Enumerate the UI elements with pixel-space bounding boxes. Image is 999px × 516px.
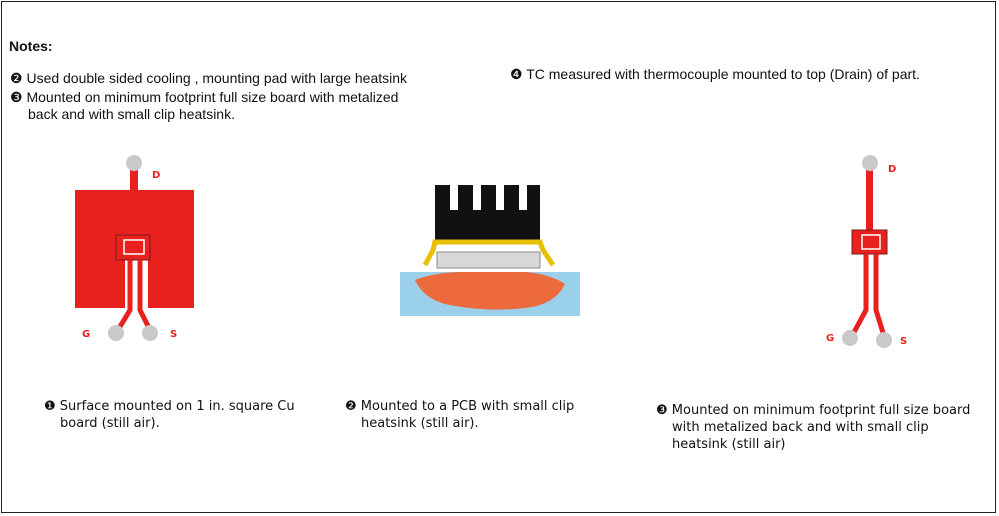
pin-s-pad <box>876 332 892 348</box>
cu-pad-center <box>120 190 154 240</box>
caption-2-line1: Mounted to a PCB with small clip <box>360 399 575 414</box>
heat-spread <box>415 272 565 310</box>
cu-trace-drain <box>130 160 138 195</box>
pin-g-label: G <box>826 333 834 344</box>
trace-gate <box>849 254 869 338</box>
note-3-line1: Mounted on minimum footprint full size b… <box>26 89 399 105</box>
note-3-line2: back and with small clip heatsink. <box>28 106 235 122</box>
cu-pad-right <box>148 190 194 308</box>
note-4: ❹ TC measured with thermocouple mounted … <box>510 66 920 83</box>
caption-3-line3: heatsink (still air) <box>672 437 786 452</box>
caption-1-bullet: ❶ <box>44 399 56 414</box>
note-2-bullet: ❷ <box>10 70 23 86</box>
trace-source <box>873 254 887 337</box>
note-4-bullet: ❹ <box>510 66 523 82</box>
die-mark <box>123 239 145 255</box>
figure-1-cu-board: D G S <box>75 155 194 341</box>
cu-trace-gate <box>115 260 133 332</box>
pin-s-label: S <box>900 336 907 347</box>
caption-3-line1: Mounted on minimum footprint full size b… <box>671 403 971 418</box>
caption-3-line2: with metalized back and with small clip <box>672 420 929 435</box>
notes-title: Notes: <box>9 38 53 54</box>
pin-s-label: S <box>170 329 177 340</box>
pin-g-label: G <box>82 329 90 340</box>
note-3: ❸ Mounted on minimum footprint full size… <box>10 89 450 123</box>
package <box>851 229 888 255</box>
pin-d-label: D <box>888 164 896 175</box>
pin-d-pad <box>126 155 142 171</box>
cu-trace-source <box>137 260 153 332</box>
trace-drain <box>866 162 873 234</box>
figure-3-min-footprint: D G S <box>826 155 907 348</box>
die-mark <box>861 234 881 250</box>
caption-1-line2: board (still air). <box>60 416 160 431</box>
pin-g-pad <box>108 325 124 341</box>
caption-2-bullet: ❷ <box>345 399 357 414</box>
pin-g-pad <box>842 330 858 346</box>
caption-figure-2: ❷ Mounted to a PCB with small clip heats… <box>345 398 605 432</box>
caption-2-line2: heatsink (still air). <box>361 416 479 431</box>
caption-1-line1: Surface mounted on 1 in. square Cu <box>59 399 295 414</box>
figure-2-pcb-heatsink <box>400 185 580 316</box>
note-4-text: TC measured with thermocouple mounted to… <box>526 66 920 82</box>
caption-figure-3: ❸ Mounted on minimum footprint full size… <box>656 402 986 453</box>
clip <box>422 239 556 267</box>
pin-d-pad <box>862 155 878 171</box>
note-2-text: Used double sided cooling , mounting pad… <box>26 70 408 86</box>
package <box>436 251 541 269</box>
pin-d-label: D <box>152 170 160 181</box>
heatsink <box>435 185 540 242</box>
caption-3-bullet: ❸ <box>656 403 668 418</box>
note-3-bullet: ❸ <box>10 89 23 105</box>
note-2: ❷ Used double sided cooling , mounting p… <box>10 70 407 87</box>
pin-s-pad <box>142 325 158 341</box>
caption-figure-1: ❶ Surface mounted on 1 in. square Cu boa… <box>44 398 314 432</box>
